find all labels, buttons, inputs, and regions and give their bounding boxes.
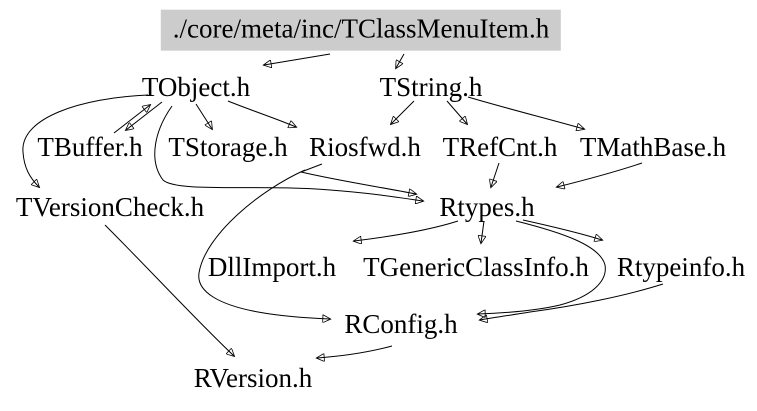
- node-rtypes[interactable]: Rtypes.h: [439, 192, 535, 223]
- edge-tobject-tversioncheck: [22, 94, 149, 187]
- edge-trefcnt-rtypes: [491, 162, 500, 187]
- edge-tobject-tstorage: [195, 103, 212, 129]
- node-rversion[interactable]: RVersion.h: [193, 363, 313, 394]
- node-tmathbase[interactable]: TMathBase.h: [579, 132, 727, 163]
- edge-tobject-tbuffer: [126, 101, 163, 130]
- edge-rtypes-rconfig: [478, 220, 606, 314]
- edge-title-tobject: [264, 53, 331, 65]
- node-tversioncheck[interactable]: TVersionCheck.h: [15, 192, 205, 223]
- edge-rconfig-rversion: [317, 345, 393, 358]
- node-tclassmenuitem: ./core/meta/inc/TClassMenuItem.h: [160, 9, 562, 51]
- edge-rtypes-tgenericclassinfo: [481, 220, 484, 243]
- edge-rtypes-dllimport: [354, 220, 459, 241]
- node-trefcnt[interactable]: TRefCnt.h: [442, 132, 558, 163]
- node-tobject[interactable]: TObject.h: [141, 72, 251, 103]
- node-tstring[interactable]: TString.h: [379, 72, 483, 103]
- edge-tbuffer-tobject: [113, 105, 150, 134]
- edge-tstring-tmathbase: [467, 96, 584, 129]
- edge-tstring-riosfwd: [391, 100, 415, 124]
- node-rtypeinfo[interactable]: Rtypeinfo.h: [616, 252, 746, 283]
- node-tbuffer[interactable]: TBuffer.h: [37, 132, 143, 163]
- edge-tversioncheck-rversion: [104, 224, 234, 356]
- node-riosfwd[interactable]: Riosfwd.h: [309, 132, 421, 163]
- node-tgenericclassinfo[interactable]: TGenericClassInfo.h: [363, 252, 589, 283]
- edge-tobject-rtypes: [154, 105, 423, 201]
- node-tstorage[interactable]: TStorage.h: [168, 132, 288, 163]
- edge-tstring-trefcnt: [446, 100, 467, 124]
- edge-riosfwd-rconfig: [198, 169, 330, 319]
- node-rconfig[interactable]: RConfig.h: [344, 309, 458, 340]
- edge-riosfwd-rtypes: [299, 163, 416, 194]
- edge-tobject-riosfwd: [227, 100, 296, 127]
- edge-title-tstring: [396, 53, 405, 68]
- edge-tmathbase-rtypes: [557, 162, 643, 187]
- edge-rtypeinfo-rconfig: [480, 283, 664, 320]
- node-dllimport[interactable]: DllImport.h: [207, 252, 337, 283]
- edge-rtypes-rtypeinfo: [522, 219, 602, 240]
